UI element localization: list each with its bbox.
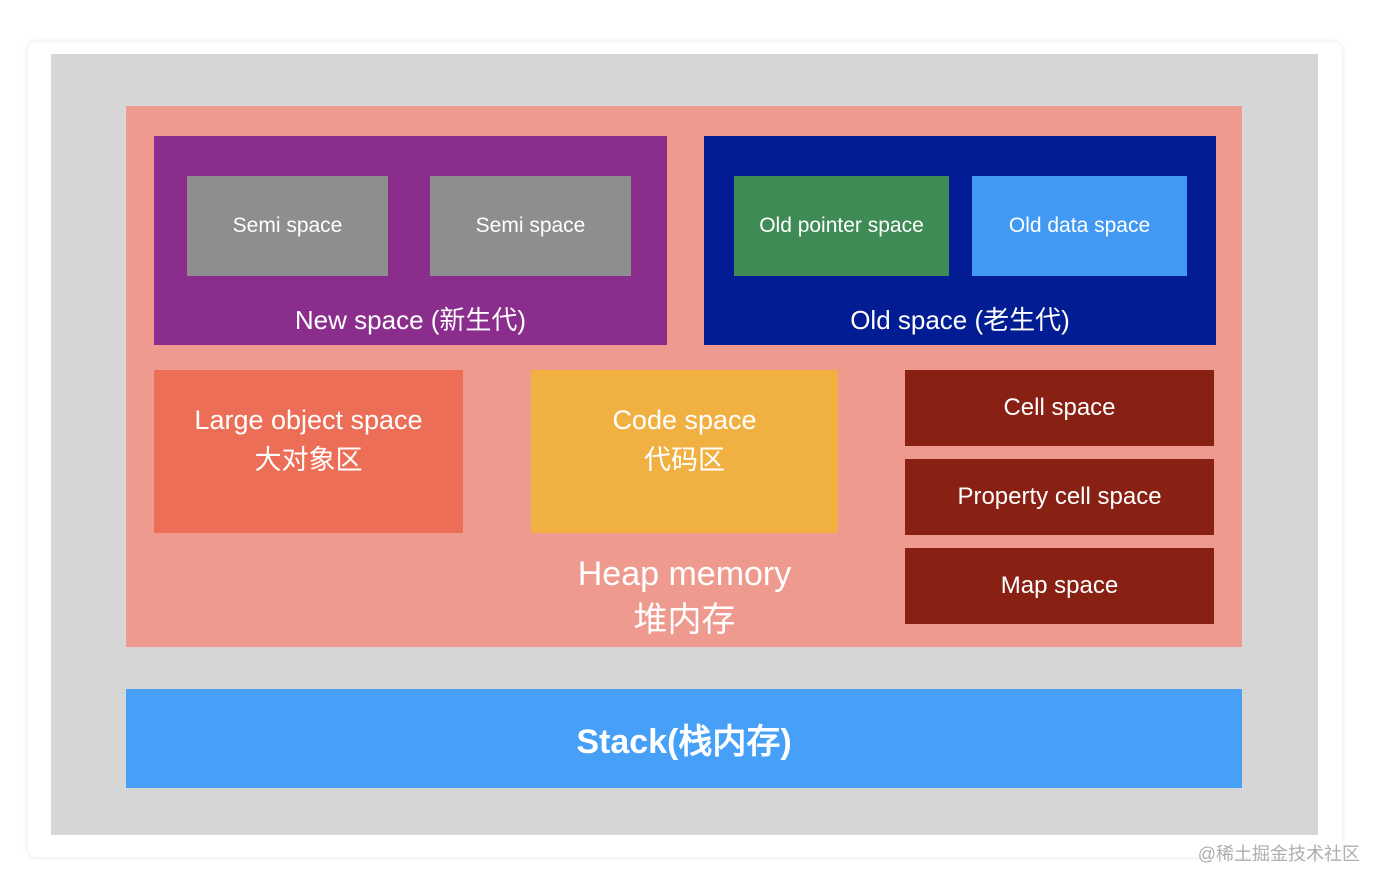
old-pointer-space-box: Old pointer space xyxy=(734,176,949,276)
semi-space-box-1: Semi space xyxy=(187,176,388,276)
property-cell-space-box: Property cell space xyxy=(905,459,1214,535)
watermark: @稀土掘金技术社区 xyxy=(1197,844,1360,864)
cell-space-box: Cell space xyxy=(905,370,1214,446)
map-space-box: Map space xyxy=(905,548,1214,624)
new-space-label: New space (新生代) xyxy=(294,305,527,335)
code-space-label-cn: 代码区 xyxy=(644,444,725,475)
old-space-label: Old space (老生代) xyxy=(850,305,1070,335)
large-object-space-label-cn: 大对象区 xyxy=(254,444,363,475)
semi-space-box-2: Semi space xyxy=(430,176,631,276)
heap-memory-label-en: Heap memory xyxy=(577,555,792,593)
heap-memory-label-cn: 堆内存 xyxy=(633,600,736,639)
large-object-space-box: Large object space 大对象区 xyxy=(154,370,463,533)
large-object-space-label: Large object space xyxy=(194,405,423,436)
code-space-box: Code space 代码区 xyxy=(531,370,838,533)
heap-memory-label: Heap memory 堆内存 xyxy=(531,552,838,644)
old-data-space-box: Old data space xyxy=(972,176,1187,276)
stack-memory-box: Stack(栈内存) xyxy=(126,689,1242,788)
code-space-label: Code space xyxy=(612,405,757,436)
